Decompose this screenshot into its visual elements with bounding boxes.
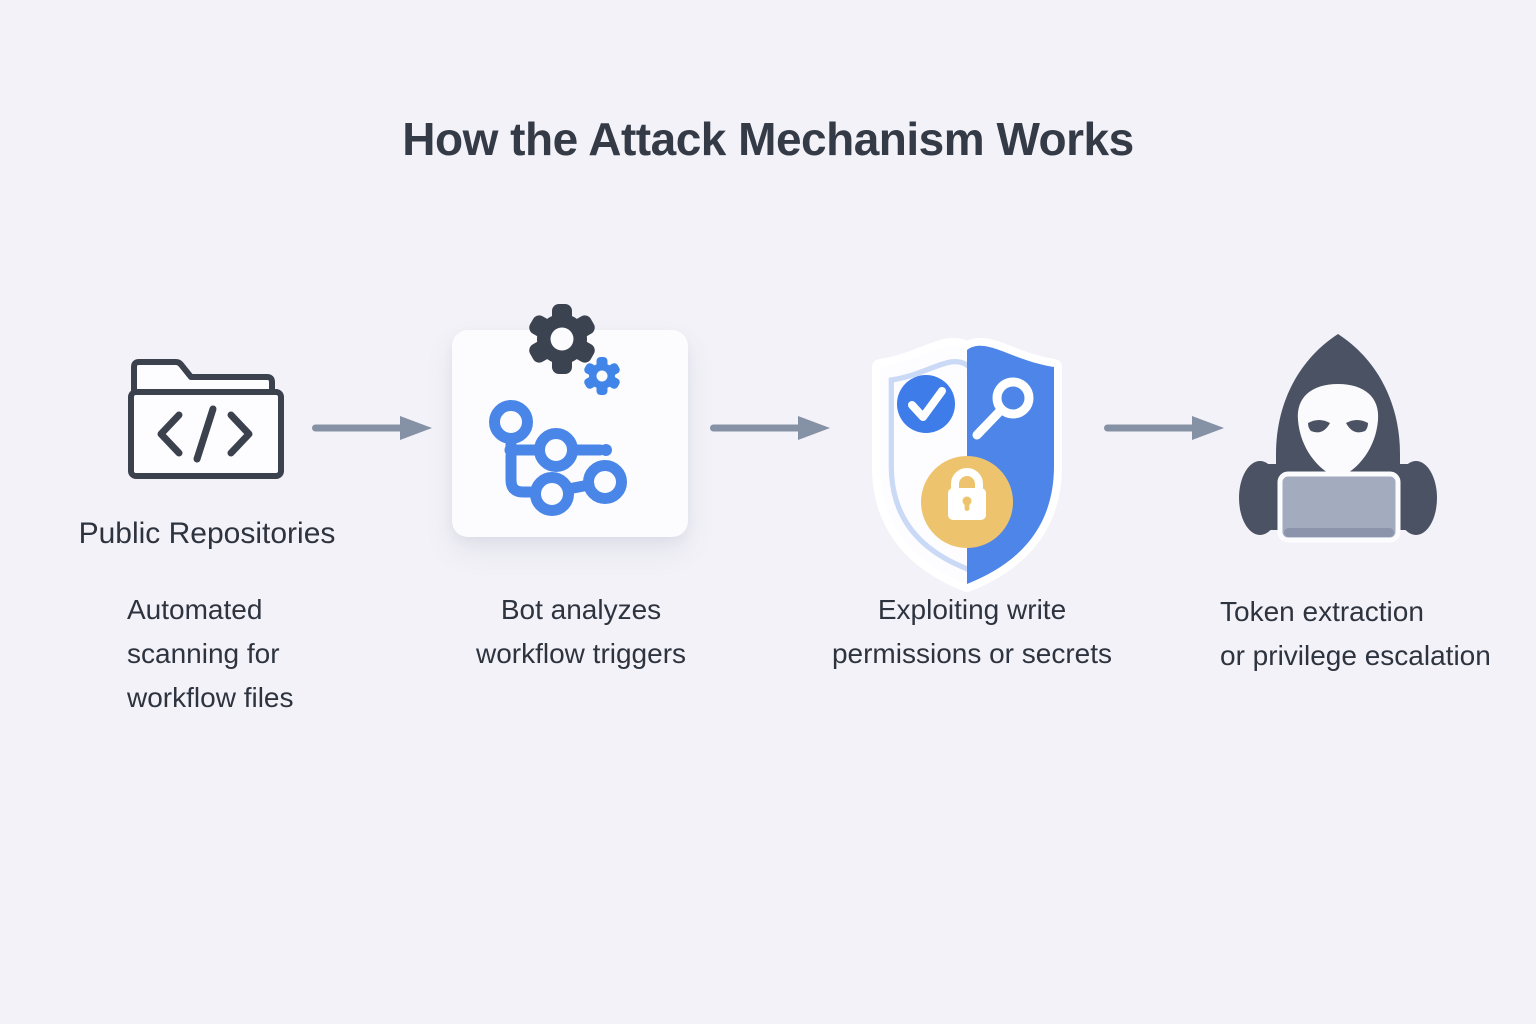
step-3-caption: Exploiting write permissions or secrets [831,594,1113,669]
step-2-caption: Bot analyzes workflow triggers [475,594,687,669]
code-folder-icon [128,359,284,479]
hacker-eyes [1308,420,1368,433]
small-gear-icon [584,357,620,395]
step-1-label: Public Repositories [78,517,336,550]
security-shield-icon [872,337,1062,592]
page-title: How the Attack Mechanism Works [402,113,1134,165]
hacker-laptop-icon [1239,334,1437,543]
gear-icon [529,304,595,374]
workflow-pipeline-icon [489,400,627,516]
check-badge-icon [897,375,955,433]
right-arrow-icon [710,416,830,440]
lock-badge-icon [921,456,1013,548]
key-icon [972,377,1034,440]
right-arrow-icon [312,416,432,440]
laptop-icon [1277,471,1401,543]
right-arrow-icon [1104,416,1224,440]
step-1-caption: Automated scanning for workflow files [127,594,294,713]
step-4-caption: Token extraction or privilege escalation [1220,596,1491,671]
